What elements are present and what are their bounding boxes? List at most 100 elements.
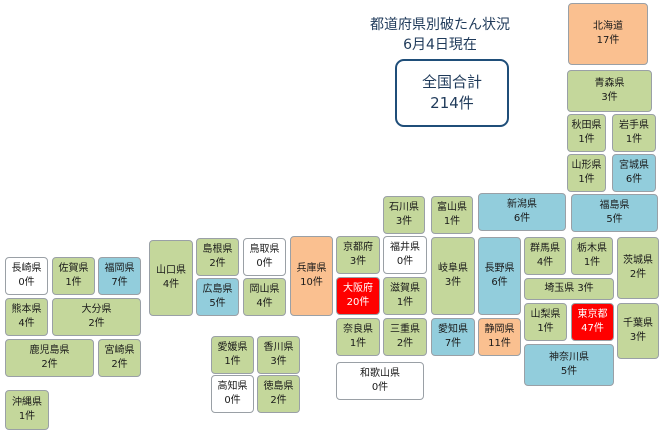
pref-akita: 秋田県 1件 bbox=[567, 114, 606, 152]
pref-count: 2件 bbox=[270, 395, 287, 406]
pref-name: 徳島県 bbox=[263, 381, 294, 392]
pref-okinawa: 沖縄県 1件 bbox=[5, 390, 49, 430]
pref-name: 広島県 bbox=[202, 284, 233, 295]
pref-okayama: 岡山県 4件 bbox=[243, 278, 286, 316]
pref-count: 3件 bbox=[395, 216, 413, 227]
total-label: 全国合計 bbox=[421, 73, 482, 91]
pref-count: 0件 bbox=[256, 258, 273, 269]
pref-count: 1件 bbox=[18, 411, 36, 422]
pref-count: 0件 bbox=[371, 382, 389, 393]
pref-kochi: 高知県 0件 bbox=[211, 375, 254, 413]
pref-count: 3件 bbox=[629, 332, 647, 343]
pref-count: 3件 bbox=[349, 256, 367, 267]
pref-count: 2件 bbox=[41, 359, 58, 370]
pref-name: 福井県 bbox=[390, 242, 420, 253]
pref-count: 1件 bbox=[65, 277, 82, 288]
pref-miyagi: 宮城県 6件 bbox=[612, 154, 656, 192]
pref-name: 茨城県 bbox=[623, 255, 653, 266]
pref-count: 0件 bbox=[224, 395, 241, 406]
pref-count: 17件 bbox=[596, 35, 620, 46]
pref-nagasaki: 長崎県 0件 bbox=[5, 257, 48, 295]
pref-name: 山形県 bbox=[571, 160, 602, 171]
pref-fukushima: 福島県 5件 bbox=[571, 194, 658, 232]
pref-name: 埼玉県 bbox=[544, 283, 575, 294]
pref-count: 6件 bbox=[513, 213, 531, 224]
pref-name: 宮城県 bbox=[619, 160, 649, 171]
pref-count: 6件 bbox=[491, 277, 508, 288]
pref-name: 山口県 bbox=[156, 265, 186, 276]
pref-name: 三重県 bbox=[390, 324, 420, 335]
pref-count: 3件 bbox=[577, 283, 594, 294]
pref-name: 福島県 bbox=[599, 200, 630, 211]
pref-count: 5件 bbox=[606, 214, 623, 225]
pref-name: 京都府 bbox=[343, 242, 373, 253]
pref-count: 1件 bbox=[625, 134, 643, 145]
pref-name: 長崎県 bbox=[11, 263, 42, 274]
pref-name: 佐賀県 bbox=[58, 263, 89, 274]
pref-name: 栃木県 bbox=[577, 243, 607, 254]
pref-name: 山梨県 bbox=[530, 309, 561, 320]
pref-saga: 佐賀県 1件 bbox=[52, 257, 95, 295]
pref-count: 1件 bbox=[578, 134, 595, 145]
pref-tokushima: 徳島県 2件 bbox=[257, 375, 300, 413]
pref-count: 5件 bbox=[209, 298, 226, 309]
pref-count: 20件 bbox=[346, 297, 370, 308]
pref-name: 鳥取県 bbox=[249, 244, 280, 255]
pref-name: 高知県 bbox=[217, 381, 248, 392]
pref-count: 2件 bbox=[209, 258, 226, 269]
pref-count: 1件 bbox=[443, 216, 461, 227]
pref-name: 秋田県 bbox=[571, 120, 602, 131]
pref-name: 大分県 bbox=[81, 304, 112, 315]
pref-count: 6件 bbox=[625, 174, 643, 185]
pref-name: 群馬県 bbox=[530, 243, 560, 254]
pref-count: 7件 bbox=[444, 338, 462, 349]
pref-wakayama: 和歌山県 0件 bbox=[336, 362, 424, 400]
pref-yamanashi: 山梨県 1件 bbox=[524, 303, 567, 341]
pref-name: 愛媛県 bbox=[217, 342, 248, 353]
pref-count: 5件 bbox=[560, 366, 578, 377]
map-title: 都道府県別破たん状況 bbox=[370, 17, 510, 33]
pref-count: 2件 bbox=[88, 318, 105, 329]
pref-name: 静岡県 bbox=[484, 324, 515, 335]
pref-name: 鹿児島県 bbox=[29, 345, 70, 356]
pref-kyoto: 京都府 3件 bbox=[336, 236, 380, 274]
pref-name: 和歌山県 bbox=[360, 368, 400, 379]
pref-fukui: 福井県 0件 bbox=[383, 236, 427, 274]
pref-name: 奈良県 bbox=[343, 324, 373, 335]
pref-name: 北海道 bbox=[593, 21, 623, 32]
pref-name: 熊本県 bbox=[11, 304, 42, 315]
map-date: 6月4日現在 bbox=[403, 37, 477, 53]
pref-name: 岡山県 bbox=[249, 284, 280, 295]
pref-name: 富山県 bbox=[437, 202, 467, 213]
pref-count: 11件 bbox=[488, 338, 511, 349]
pref-count: 4件 bbox=[256, 298, 273, 309]
pref-kagoshima: 鹿児島県 2件 bbox=[5, 339, 94, 377]
pref-name: 岐阜県 bbox=[438, 263, 468, 274]
pref-count: 0件 bbox=[18, 277, 35, 288]
pref-count: 1件 bbox=[537, 323, 554, 334]
pref-tottori: 鳥取県 0件 bbox=[243, 238, 286, 276]
pref-count: 0件 bbox=[396, 256, 414, 267]
pref-hokkaido: 北海道 17件 bbox=[568, 3, 648, 65]
pref-count: 2件 bbox=[111, 359, 128, 370]
pref-count: 10件 bbox=[300, 277, 323, 288]
pref-count: 3件 bbox=[601, 92, 618, 103]
pref-count: 3件 bbox=[270, 356, 287, 367]
pref-name: 沖縄県 bbox=[12, 397, 42, 408]
